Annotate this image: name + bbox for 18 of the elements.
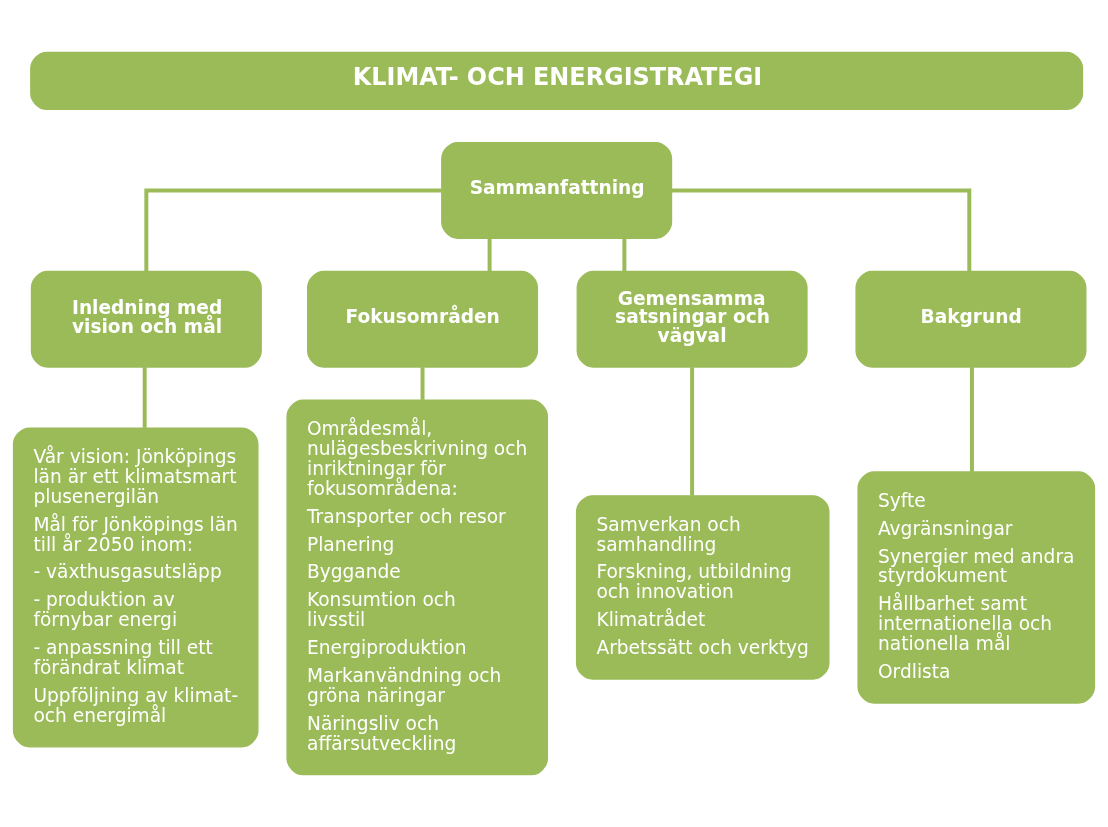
connector — [420, 367, 425, 400]
node-box: Inledning med vision och mål — [30, 270, 262, 368]
connector — [144, 188, 442, 272]
node-box: KLIMAT- OCH ENERGISTRATEGI — [30, 51, 1084, 111]
node-box: Samverkan och samhandling Forskning, utbildning och innovation Klimatrådet Arbetssätt och verktyg — [575, 495, 830, 680]
node-box: Vår vision: Jönköpings län är ett klimatsmart plusenergilän Mål för Jönköpings län till år 2050 inom: - växthusgasutsläpp - produktion av förnybar energi - anpassning till ett förändrat klimat Uppföljning av klimat- och energimål — [12, 427, 259, 748]
connector — [487, 238, 492, 272]
node-box: Gemensamma satsningar och vägval — [576, 270, 808, 368]
node-box: Bakgrund — [855, 270, 1087, 368]
node-box: Sammanfattning — [441, 141, 673, 239]
connector — [969, 367, 974, 472]
node-box: Fokusområden — [307, 270, 539, 368]
connector — [142, 367, 147, 428]
node-box: Syfte Avgränsningar Synergier med andra styrdokument Hållbarhet samt internationella och nationella mål Ordlista — [857, 471, 1096, 704]
node-box: Områdesmål, nulägesbeskrivning och inriktningar för fokusområdena: Transporter och resor Planering Byggande Konsumtion och livsstil Energiproduktion Markanvändning och gröna näringar Näringsliv och affärsutveckling — [286, 399, 549, 776]
connector — [622, 238, 627, 272]
connector — [671, 188, 972, 272]
connector — [690, 367, 695, 496]
